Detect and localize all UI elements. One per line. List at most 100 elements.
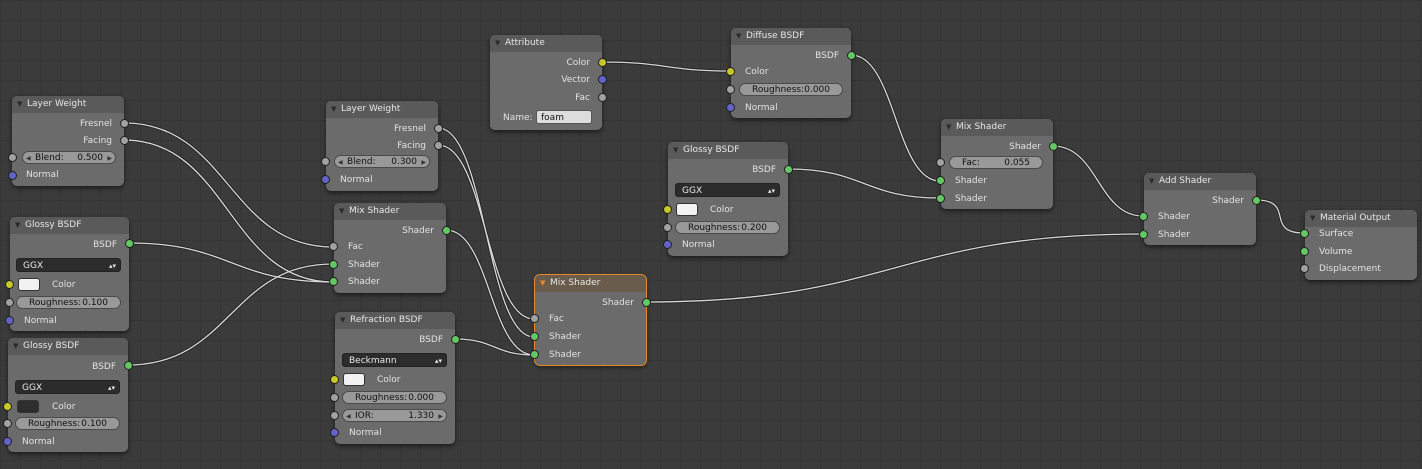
collapse-triangle-icon[interactable]: ▼ — [331, 105, 337, 113]
socket-shader-out[interactable] — [1252, 196, 1261, 205]
glossy-bsdf-node-1[interactable]: ▼Glossy BSDF BSDF GGX▴▾ Color Roughness:… — [10, 217, 129, 331]
roughness-field[interactable]: Roughness:0.000 — [342, 391, 447, 404]
glossy-bsdf-node-3[interactable]: ▼Glossy BSDF BSDF GGX▴▾ Color Roughness:… — [668, 142, 788, 256]
collapse-triangle-icon[interactable]: ▼ — [339, 207, 345, 215]
node-header[interactable]: ▼Refraction BSDF — [335, 312, 455, 329]
mix-shader-node-3[interactable]: ▼Mix Shader Shader Fac:0.055 Shader Shad… — [941, 119, 1053, 209]
blend-field[interactable]: ◀Blend:0.500▶ — [22, 151, 116, 164]
glossy-bsdf-node-2[interactable]: ▼Glossy BSDF BSDF GGX▴▾ Color Roughness:… — [8, 338, 128, 452]
color-swatch[interactable] — [18, 278, 40, 291]
socket-fresnel-out[interactable] — [120, 119, 129, 128]
socket-roughness-in[interactable] — [3, 419, 12, 428]
color-swatch[interactable] — [676, 203, 698, 216]
socket-shader-1-in[interactable] — [1139, 212, 1148, 221]
node-header[interactable]: ▼Mix Shader — [941, 119, 1053, 136]
socket-fresnel-out[interactable] — [434, 124, 443, 133]
add-shader-node[interactable]: ▼Add Shader Shader Shader Shader — [1144, 173, 1256, 245]
collapse-triangle-icon[interactable]: ▼ — [1310, 214, 1316, 222]
node-header[interactable]: ▼Add Shader — [1144, 173, 1256, 190]
node-header[interactable]: ▼Glossy BSDF — [10, 217, 129, 234]
collapse-triangle-icon[interactable]: ▼ — [495, 39, 501, 47]
socket-roughness-in[interactable] — [726, 85, 735, 94]
node-header[interactable]: ▼Mix Shader — [535, 275, 646, 292]
collapse-triangle-icon[interactable]: ▼ — [946, 123, 952, 131]
node-header[interactable]: ▼Mix Shader — [334, 203, 446, 220]
socket-color-in[interactable] — [5, 280, 14, 289]
socket-displacement-in[interactable] — [1300, 264, 1309, 273]
collapse-triangle-icon[interactable]: ▼ — [340, 316, 346, 324]
layer-weight-node-2[interactable]: ▼Layer Weight Fresnel Facing ◀Blend:0.30… — [326, 101, 438, 191]
increment-arrow-icon[interactable]: ▶ — [107, 155, 112, 162]
decrement-arrow-icon[interactable]: ◀ — [346, 413, 351, 420]
socket-normal-in[interactable] — [8, 171, 17, 180]
roughness-field[interactable]: Roughness:0.000 — [739, 83, 843, 96]
socket-vector-out[interactable] — [598, 75, 607, 84]
socket-shader-out[interactable] — [442, 226, 451, 235]
material-output-node[interactable]: ▼Material Output Surface Volume Displace… — [1305, 210, 1417, 280]
socket-roughness-in[interactable] — [330, 393, 339, 402]
attribute-name-input[interactable]: foam — [536, 110, 592, 124]
socket-normal-in[interactable] — [663, 240, 672, 249]
collapse-triangle-icon[interactable]: ▼ — [17, 100, 23, 108]
ior-field[interactable]: ◀IOR:1.330▶ — [342, 409, 447, 422]
collapse-triangle-icon[interactable]: ▼ — [13, 342, 19, 350]
node-header[interactable]: ▼Material Output — [1305, 210, 1417, 227]
fac-field[interactable]: Fac:0.055 — [949, 156, 1043, 169]
distribution-dropdown[interactable]: GGX▴▾ — [15, 380, 120, 394]
socket-volume-in[interactable] — [1300, 247, 1309, 256]
mix-shader-node-2[interactable]: ▼Mix Shader Shader Fac Shader Shader — [534, 274, 647, 366]
diffuse-bsdf-node[interactable]: ▼Diffuse BSDF BSDF Color Roughness:0.000… — [731, 28, 851, 118]
socket-shader-2-in[interactable] — [530, 350, 539, 359]
socket-color-in[interactable] — [3, 402, 12, 411]
socket-surface-in[interactable] — [1300, 229, 1309, 238]
collapse-triangle-icon[interactable]: ▼ — [540, 279, 546, 287]
socket-bsdf-out[interactable] — [847, 51, 856, 60]
distribution-dropdown[interactable]: Beckmann▴▾ — [342, 353, 447, 367]
socket-color-in[interactable] — [663, 205, 672, 214]
blend-field[interactable]: ◀Blend:0.300▶ — [334, 155, 430, 168]
decrement-arrow-icon[interactable]: ◀ — [26, 155, 31, 162]
layer-weight-node-1[interactable]: ▼Layer Weight Fresnel Facing ◀Blend:0.50… — [12, 96, 124, 186]
socket-bsdf-out[interactable] — [784, 165, 793, 174]
socket-roughness-in[interactable] — [663, 223, 672, 232]
socket-normal-in[interactable] — [726, 103, 735, 112]
socket-shader-out[interactable] — [642, 298, 651, 307]
socket-shader-2-in[interactable] — [936, 194, 945, 203]
socket-facing-out[interactable] — [120, 136, 129, 145]
collapse-triangle-icon[interactable]: ▼ — [1149, 177, 1155, 185]
socket-shader-1-in[interactable] — [329, 260, 338, 269]
socket-fac-in[interactable] — [329, 242, 338, 251]
socket-ior-in[interactable] — [330, 411, 339, 420]
socket-blend-in[interactable] — [321, 157, 330, 166]
socket-bsdf-out[interactable] — [125, 239, 134, 248]
attribute-node[interactable]: ▼Attribute Color Vector Fac Name: foam — [490, 35, 602, 130]
node-header[interactable]: ▼Glossy BSDF — [8, 338, 128, 355]
roughness-field[interactable]: Roughness:0.200 — [675, 221, 780, 234]
socket-shader-2-in[interactable] — [329, 277, 338, 286]
socket-normal-in[interactable] — [5, 316, 14, 325]
socket-color-in[interactable] — [330, 375, 339, 384]
socket-fac-in[interactable] — [530, 314, 539, 323]
increment-arrow-icon[interactable]: ▶ — [438, 413, 443, 420]
socket-shader-1-in[interactable] — [530, 332, 539, 341]
roughness-field[interactable]: Roughness:0.100 — [16, 296, 121, 309]
socket-shader-1-in[interactable] — [936, 176, 945, 185]
socket-shader-2-in[interactable] — [1139, 230, 1148, 239]
refraction-bsdf-node[interactable]: ▼Refraction BSDF BSDF Beckmann▴▾ Color R… — [335, 312, 455, 444]
socket-bsdf-out[interactable] — [451, 335, 460, 344]
socket-color-out[interactable] — [598, 58, 607, 67]
collapse-triangle-icon[interactable]: ▼ — [736, 32, 742, 40]
collapse-triangle-icon[interactable]: ▼ — [15, 221, 21, 229]
socket-roughness-in[interactable] — [5, 298, 14, 307]
socket-normal-in[interactable] — [321, 175, 330, 184]
node-header[interactable]: ▼Attribute — [490, 35, 602, 52]
distribution-dropdown[interactable]: GGX▴▾ — [16, 258, 121, 272]
decrement-arrow-icon[interactable]: ◀ — [338, 159, 343, 166]
socket-bsdf-out[interactable] — [124, 361, 133, 370]
mix-shader-node-1[interactable]: ▼Mix Shader Shader Fac Shader Shader — [334, 203, 446, 293]
color-swatch[interactable] — [343, 373, 365, 386]
socket-facing-out[interactable] — [434, 141, 443, 150]
socket-fac-in[interactable] — [936, 158, 945, 167]
socket-color-in[interactable] — [726, 67, 735, 76]
collapse-triangle-icon[interactable]: ▼ — [673, 146, 679, 154]
